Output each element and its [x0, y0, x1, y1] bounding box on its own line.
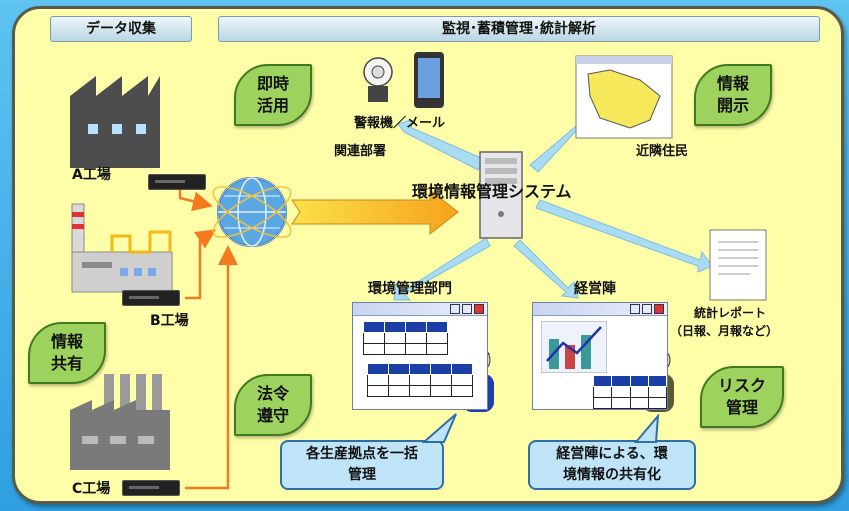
report-label-line1: 統計レポート: [694, 306, 767, 320]
report-document-icon: [709, 229, 767, 301]
server-icon: [479, 151, 523, 239]
alarm-label: 警報機／メール: [354, 116, 446, 131]
factory-a-label: A工場: [72, 167, 111, 183]
map-screen-icon: [575, 55, 673, 139]
departments-label: 関連部署: [334, 144, 387, 159]
residents-label: 近隣住民: [636, 144, 689, 159]
factory-c-icon: [70, 374, 170, 470]
callout-centralized-management: 各生産拠点を一括管理: [280, 440, 444, 490]
network-globe-icon: [212, 177, 292, 247]
factory-a-icon: [70, 76, 160, 168]
leaf-immediate-use: 即時活用: [234, 64, 312, 126]
mobile-phone-icon: [414, 52, 444, 108]
management-screen: [532, 302, 668, 410]
factory-b-label: B工場: [150, 313, 189, 329]
leaf-compliance: 法令遵守: [234, 374, 312, 436]
factory-c-label: C工場: [72, 481, 111, 497]
callout-left-tail: [421, 413, 457, 443]
bar-chart-icon: [541, 321, 607, 373]
header-data-collection: データ収集: [50, 16, 192, 42]
factory-b-icon: [71, 203, 173, 293]
recorder-device-a: [148, 174, 206, 190]
leaf-risk-management: リスク管理: [700, 366, 784, 428]
callout-right-tail: [633, 414, 660, 443]
data-collection-lines: [160, 180, 238, 490]
env-dept-screen: [352, 302, 488, 410]
recorder-device-c: [122, 480, 180, 496]
alarm-icon: [363, 57, 393, 102]
leaf-info-disclosure: 情報開示: [694, 64, 772, 126]
leaf-info-sharing: 情報共有: [28, 322, 106, 384]
report-label-line2: （日報、月報など）: [670, 324, 779, 338]
env-dept-label: 環境管理部門: [368, 281, 452, 297]
management-label: 経営陣: [574, 281, 616, 297]
recorder-device-b: [122, 290, 180, 306]
callout-shared-info: 経営陣による、環境情報の共有化: [528, 440, 696, 490]
system-title: 環境情報管理システム: [412, 182, 572, 201]
flow-arrow: [291, 188, 459, 236]
header-monitoring: 監視･蓄積管理･統計解析: [218, 16, 820, 42]
